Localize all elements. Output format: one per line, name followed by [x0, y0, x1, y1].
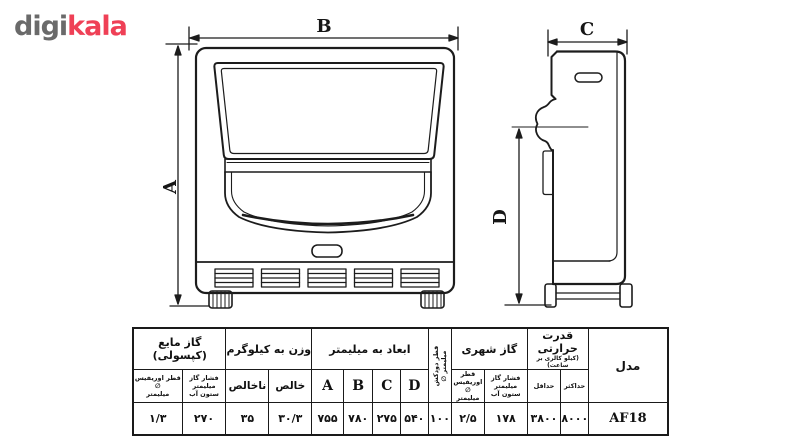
front-view-drawing [166, 27, 458, 308]
model-value: AF18 [587, 402, 669, 436]
weight-net-value: ۳۰/۳ [268, 402, 313, 436]
side-width-label: C [580, 19, 594, 40]
lpg-pressure-label: فشار گاز میلیمتر ستون آب [181, 369, 227, 403]
col-header-lpg: گاز مایع (کپسولی) [132, 327, 227, 370]
dim-d-value: ۵۴۰ [400, 402, 429, 436]
dim-b-value: ۷۸۰ [342, 402, 374, 436]
dim-c-value: ۲۷۵ [372, 402, 402, 436]
col-header-city-gas: گاز شهری [451, 327, 528, 370]
heater-technical-drawing: B A C D [160, 16, 800, 325]
spec-table: مدل قدرت حرارتی (کیلو کالری بر ساعت) گاز… [132, 327, 669, 436]
weight-gross-value: ۳۵ [225, 402, 270, 436]
col-header-model: مدل [587, 327, 669, 403]
thermal-max-label: حداکثر [560, 369, 589, 403]
dimension-a [166, 44, 209, 306]
col-header-weight: وزن به کیلوگرم [225, 327, 313, 370]
city-gas-pressure-value: ۱۷۸ [483, 402, 528, 436]
front-width-label: B [316, 16, 331, 37]
lpg-orifice-value: ۱/۳ [132, 402, 183, 436]
side-feet [545, 284, 632, 307]
col-header-chimney: قطر دودکش میلیمتر ∅ [427, 327, 453, 403]
dimension-d [505, 129, 551, 305]
digikala-logo: digikala [14, 10, 128, 44]
thermal-min-value: ۳۸۰۰ [526, 402, 562, 436]
vent-grilles [215, 269, 439, 287]
dim-a-value: ۷۵۵ [311, 402, 344, 436]
side-view-drawing [505, 30, 632, 307]
logo-digi: digi [14, 11, 68, 42]
dim-a-label: A [311, 369, 344, 403]
front-feet [209, 291, 444, 308]
weight-net-label: خالص [268, 369, 313, 403]
thermal-min-label: حداقل [526, 369, 562, 403]
dimension-c [548, 30, 627, 56]
chimney-label: قطر دودکش میلیمتر ∅ [431, 345, 448, 386]
col-header-dimensions: ابعاد به میلیمتر [311, 327, 429, 370]
chimney-value: ۱۰۰ [427, 402, 453, 436]
logo-kala: kala [67, 11, 128, 42]
dim-c-label: C [372, 369, 402, 403]
gas-valve [536, 99, 556, 151]
front-height-label: A [160, 179, 181, 195]
side-height-label: D [490, 209, 511, 225]
dim-d-label: D [400, 369, 429, 403]
lpg-pressure-value: ۲۷۰ [181, 402, 227, 436]
dim-b-label: B [342, 369, 374, 403]
city-gas-pressure-label: فشار گاز میلیمتر ستون آب [483, 369, 528, 403]
slot-vent [575, 73, 602, 82]
thermal-max-value: ۸۰۰۰ [560, 402, 589, 436]
thermal-title: قدرت حرارتی [537, 329, 578, 355]
weight-gross-label: ناخالص [225, 369, 270, 403]
city-gas-orifice-value: ۲/۵ [451, 402, 485, 436]
lpg-orifice-label: قطر اوریفیس ∅ میلیمتر [132, 369, 183, 403]
city-gas-orifice-label: قطر اوریفیس ∅ میلیمتر [451, 369, 485, 403]
col-header-thermal: قدرت حرارتی (کیلو کالری بر ساعت) [526, 327, 589, 370]
dimension-b [189, 27, 458, 50]
thermal-subtitle: (کیلو کالری بر ساعت) [536, 355, 579, 369]
